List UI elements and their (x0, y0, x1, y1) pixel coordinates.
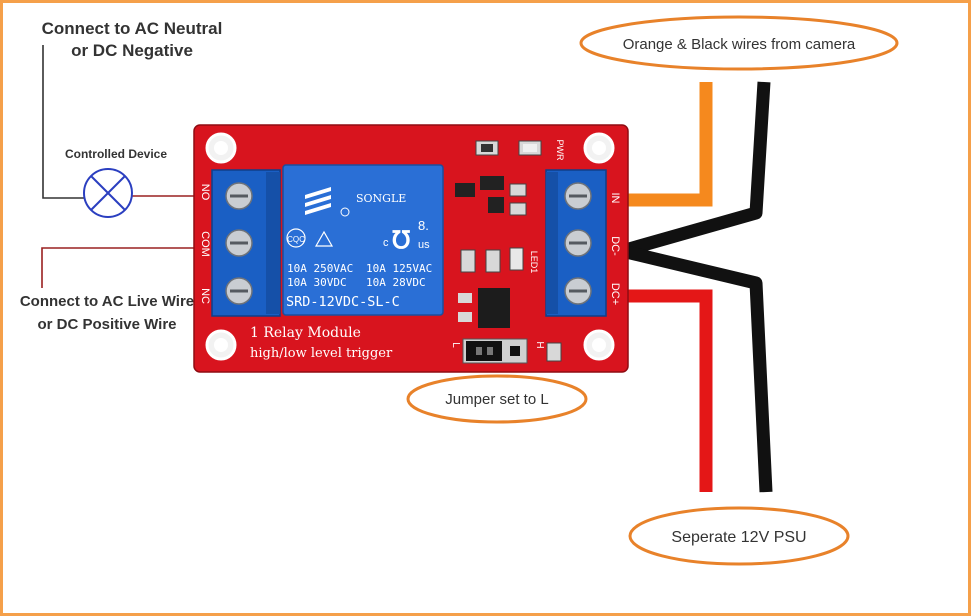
rating-row2-left: 10A 30VDC (287, 276, 347, 289)
input-terminal-block (545, 169, 607, 317)
jumper-l-label: L (450, 342, 461, 348)
jumper-header (462, 338, 528, 364)
rating-row2-right: 10A 28VDC (366, 276, 426, 289)
ul-us-text: us (418, 239, 430, 251)
warning-triangle-icon (314, 230, 334, 247)
cqc-text: CQC (287, 235, 305, 244)
relay-module: NO COM NC SONGLE CQC c ℧ us 8. 10A 250VA… (193, 124, 629, 373)
callout-jumper-text: Jumper set to L (445, 391, 548, 408)
cqc-mark-icon (286, 228, 306, 248)
output-terminal-block (211, 169, 281, 317)
board-title: 1 Relay Module (250, 325, 361, 341)
black-psu-wire (620, 244, 773, 493)
ul-mark-icon: ℧ (392, 227, 410, 254)
pin-label-nc: NC (199, 288, 211, 304)
led-label: LED1 (529, 251, 539, 274)
neutral-label-line2: or DC Negative (71, 41, 193, 60)
live-label-line1: Connect to AC Live Wire (20, 293, 194, 310)
pin-label-in: IN (609, 193, 621, 204)
pin-label-dc-plus: DC+ (609, 283, 621, 305)
callout-camera: Orange & Black wires from camera (579, 15, 899, 71)
black-camera-wire (620, 81, 771, 258)
rating-row1-right: 10A 125VAC (366, 262, 432, 275)
smd-components (455, 140, 562, 362)
callout-jumper: Jumper set to L (406, 374, 588, 424)
live-lead-wire (41, 247, 212, 288)
live-label-line2: or DC Positive Wire (37, 316, 176, 333)
relay-model: SRD-12VDC-SL-C (286, 294, 400, 310)
callout-psu-text: Seperate 12V PSU (671, 529, 806, 546)
lamp-icon (83, 168, 133, 218)
neutral-label-line1: Connect to AC Neutral (42, 19, 223, 38)
relay-component: SONGLE CQC c ℧ us 8. 10A 250VAC 10A 125V… (282, 164, 444, 316)
orange-camera-wire (624, 82, 713, 207)
pin-label-no: NO (199, 184, 211, 201)
relay-brand: SONGLE (356, 192, 406, 205)
pin-label-com: COM (199, 231, 211, 257)
songle-logo-icon (305, 187, 331, 215)
registered-mark-icon (340, 207, 350, 217)
cert-number: 8. (418, 218, 429, 233)
controlled-device-label: Controlled Device (65, 147, 167, 161)
red-psu-wire (624, 289, 713, 492)
rating-row1-left: 10A 250VAC (287, 262, 353, 275)
jumper-h-label: H (534, 341, 545, 348)
board-subtitle: high/low level trigger (250, 346, 393, 361)
pin-label-dc-minus: DC- (609, 236, 621, 256)
jumper-cap (466, 341, 502, 361)
ul-c-text: c (383, 237, 389, 249)
neutral-lead-wire (42, 45, 88, 199)
pwr-label: PWR (555, 140, 565, 161)
mounting-holes (205, 132, 615, 361)
callout-psu: Seperate 12V PSU (628, 506, 850, 566)
callout-camera-text: Orange & Black wires from camera (623, 36, 856, 53)
